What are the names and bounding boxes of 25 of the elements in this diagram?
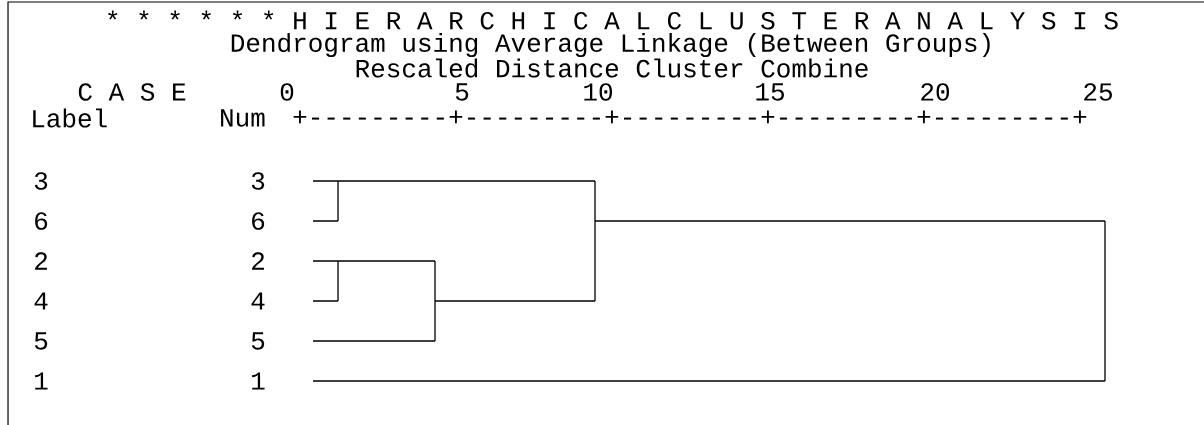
case-label: 5 bbox=[34, 332, 48, 350]
case-label: 6 bbox=[35, 212, 48, 230]
subtitle: Rescaled Distance Cluster Combine bbox=[356, 58, 868, 78]
tick-label: 20 bbox=[921, 83, 949, 101]
tick-label: 15 bbox=[756, 83, 784, 101]
subtitle: Dendrogram using Average Linkage (Between Groups) bbox=[231, 32, 990, 58]
column-header: C A S E bbox=[78, 83, 186, 101]
case-number: 1 bbox=[252, 372, 265, 390]
title: * * * * * * H I E R A R C H I C A L C L U S T E R A N A L Y S I S bbox=[108, 10, 1118, 30]
tick-label: 0 bbox=[280, 83, 294, 101]
axis-scale: +---------+---------+---------+---------+---------+ bbox=[293, 110, 1087, 124]
case-label: 3 bbox=[34, 172, 48, 190]
tick-label: 5 bbox=[455, 83, 469, 101]
case-number: 4 bbox=[251, 292, 265, 310]
tick-label: 10 bbox=[584, 83, 612, 101]
case-label: 1 bbox=[35, 372, 48, 390]
tick-label: 25 bbox=[1084, 83, 1112, 101]
case-number: 3 bbox=[251, 172, 265, 190]
case-label: 2 bbox=[35, 252, 47, 270]
column-header: Label bbox=[33, 108, 107, 128]
case-number: 2 bbox=[252, 252, 264, 270]
case-number: 5 bbox=[251, 332, 265, 350]
column-header: Num bbox=[221, 109, 265, 127]
case-number: 6 bbox=[252, 212, 265, 230]
case-label: 4 bbox=[34, 292, 48, 310]
